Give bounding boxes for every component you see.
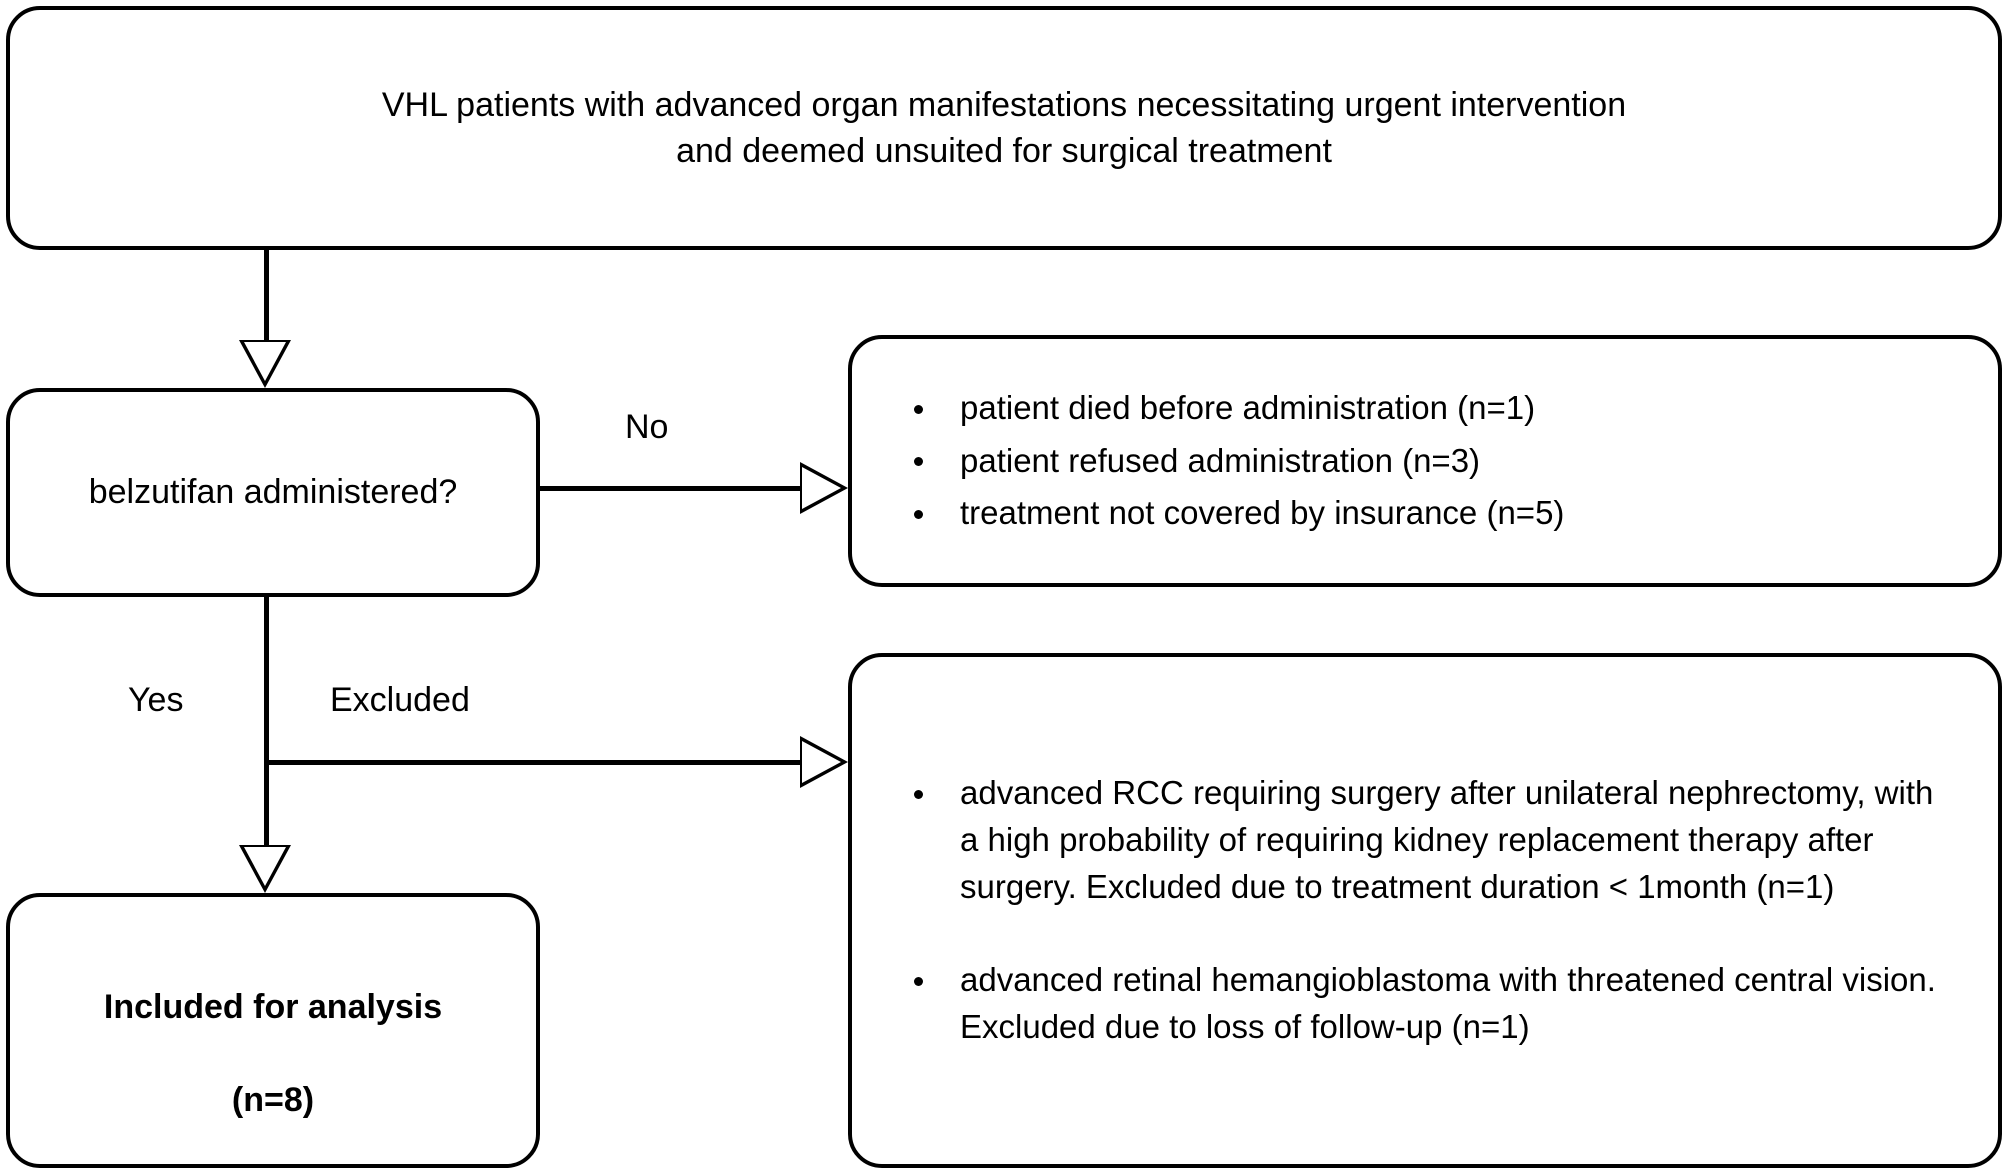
list-item: advanced retinal hemangioblastoma with t…: [914, 957, 1958, 1051]
list-item-text: advanced RCC requiring surgery after uni…: [960, 774, 1934, 906]
bullet-dot-icon: [914, 976, 923, 986]
edge-label-excluded: Excluded: [330, 681, 470, 719]
edge-decision-to-not-administered-line: [540, 486, 810, 491]
edge-decision-to-included-arrowhead: [239, 845, 291, 893]
edge-decision-to-included-line: [264, 597, 269, 847]
node-not-administered: patient died before administration (n=1)…: [848, 335, 2002, 587]
edge-population-to-decision-arrowhead: [239, 340, 291, 388]
list-item: advanced RCC requiring surgery after uni…: [914, 770, 1958, 911]
edge-population-to-decision-line: [264, 250, 269, 342]
node-included-line2: (n=8): [231, 1080, 315, 1119]
edge-label-no: No: [625, 408, 669, 446]
list-item: patient died before administration (n=1): [914, 385, 1958, 432]
list-item-text: patient died before administration (n=1): [960, 388, 1536, 426]
list-item: treatment not covered by insurance (n=5): [914, 490, 1958, 537]
node-decision-label: belzutifan administered?: [88, 473, 458, 512]
list-item-text: treatment not covered by insurance (n=5): [960, 494, 1565, 532]
node-decision: belzutifan administered?: [6, 388, 540, 597]
bullet-dot-icon: [914, 457, 923, 467]
not-administered-bullet-list: patient died before administration (n=1)…: [852, 385, 1998, 538]
node-excluded-cases: advanced RCC requiring surgery after uni…: [848, 653, 2002, 1168]
bullet-dot-icon: [914, 790, 923, 800]
list-item-text: advanced retinal hemangioblastoma with t…: [960, 960, 1936, 1045]
node-included-label: Included for analysis (n=8): [80, 938, 466, 1123]
list-item: patient refused administration (n=3): [914, 438, 1958, 485]
bullet-dot-icon: [914, 510, 923, 520]
edge-label-yes: Yes: [128, 681, 184, 719]
edge-decision-to-not-administered-arrowhead: [800, 462, 848, 514]
edge-decision-to-excluded-line: [266, 760, 810, 765]
node-population: VHL patients with advanced organ manifes…: [6, 6, 2002, 250]
edge-decision-to-excluded-arrowhead: [800, 736, 848, 788]
list-item-text: patient refused administration (n=3): [960, 441, 1481, 479]
node-included-line1: Included for analysis: [103, 988, 443, 1027]
node-population-label: VHL patients with advanced organ manifes…: [381, 85, 1627, 170]
excluded-cases-bullet-list: advanced RCC requiring surgery after uni…: [852, 770, 1998, 1050]
node-included: Included for analysis (n=8): [6, 893, 540, 1168]
bullet-dot-icon: [914, 404, 923, 414]
